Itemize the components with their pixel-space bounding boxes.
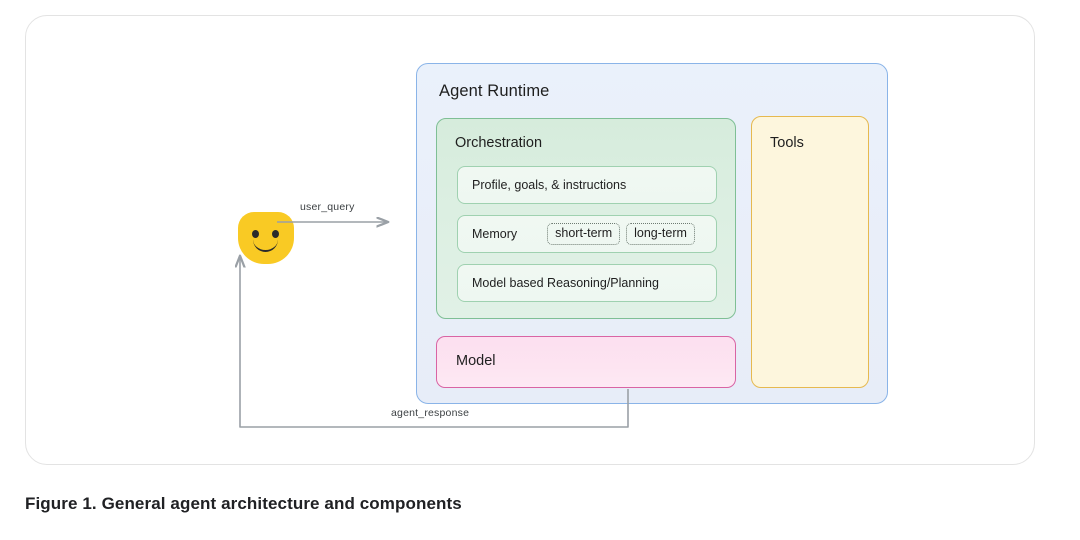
model-title: Model <box>456 353 496 369</box>
figure-card: Agent Runtime Orchestration Profile, goa… <box>25 15 1035 465</box>
eye-left-icon <box>252 230 259 238</box>
orchestration-panel: Orchestration Profile, goals, & instruct… <box>436 118 736 319</box>
orchestration-row-label: Profile, goals, & instructions <box>472 178 627 192</box>
orchestration-row-profile: Profile, goals, & instructions <box>457 166 717 204</box>
user-smiley-face-icon <box>238 212 294 264</box>
agent-runtime-title: Agent Runtime <box>439 82 550 100</box>
figure-caption: Figure 1. General agent architecture and… <box>25 494 462 513</box>
tools-panel: Tools <box>751 116 869 388</box>
orchestration-row-label: Model based Reasoning/Planning <box>472 276 659 290</box>
memory-pill-long-term: long-term <box>626 222 695 246</box>
tools-title: Tools <box>770 135 804 151</box>
orchestration-row-label: Memory <box>472 227 518 241</box>
smile-mouth-icon <box>253 239 278 252</box>
orchestration-title: Orchestration <box>455 135 543 151</box>
user-query-label: user_query <box>300 201 355 213</box>
orchestration-row-reasoning: Model based Reasoning/Planning <box>457 264 717 302</box>
memory-pill-short-term: short-term <box>547 222 621 246</box>
model-panel: Model <box>436 336 736 388</box>
agent-response-label: agent_response <box>391 407 470 419</box>
memory-pill-group: short-term long-term <box>547 222 695 246</box>
eye-right-icon <box>272 230 279 238</box>
orchestration-row-memory: Memory short-term long-term <box>457 215 717 253</box>
